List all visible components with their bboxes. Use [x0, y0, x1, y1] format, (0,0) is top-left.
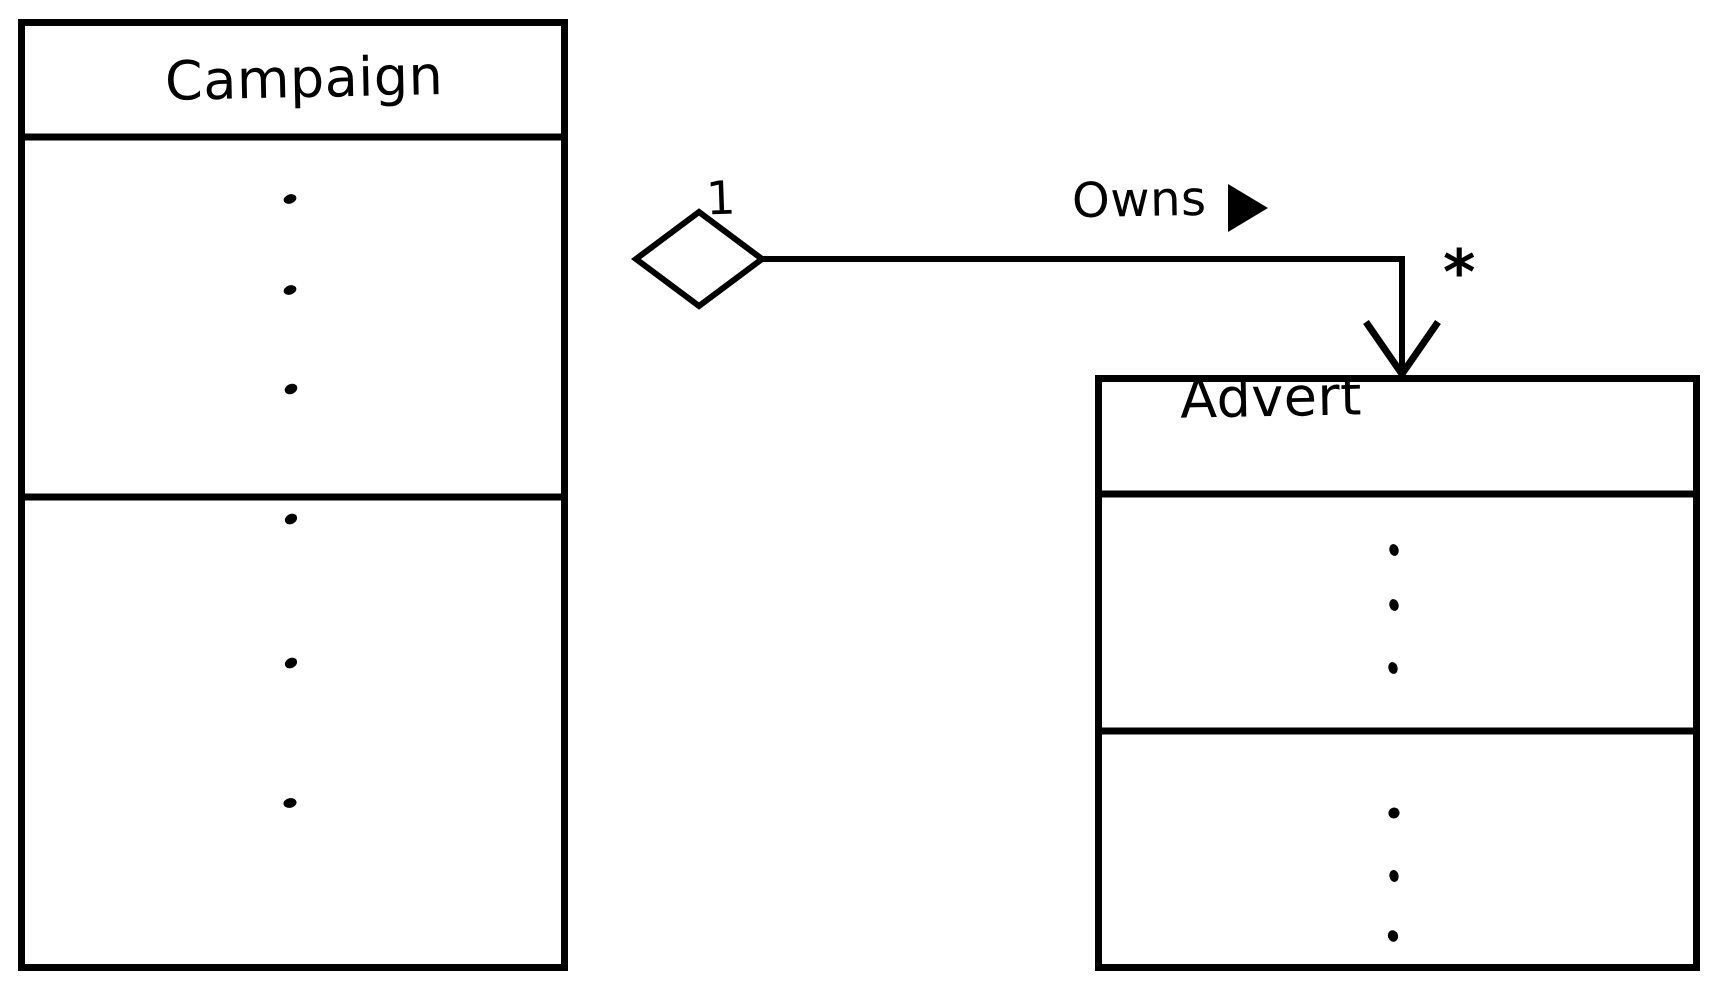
association-label-owns: Owns	[1071, 170, 1207, 230]
advert-outline	[1095, 375, 1700, 971]
association-connector	[760, 256, 1405, 372]
campaign-class-title: Campaign	[164, 44, 444, 113]
direction-triangle-icon	[1228, 184, 1268, 232]
class-box-advert[interactable]	[1095, 375, 1700, 971]
arrowhead-open-icon	[1363, 320, 1441, 381]
class-box-campaign[interactable]	[18, 19, 568, 971]
advert-class-title: Advert	[1179, 364, 1363, 431]
association-owns[interactable]	[630, 184, 1441, 381]
advert-attributes-ellipsis	[1388, 544, 1399, 674]
campaign-attributes-ellipsis	[283, 194, 298, 395]
campaign-operations-ellipsis	[283, 513, 298, 808]
source-multiplicity-label: 1	[705, 170, 737, 226]
target-multiplicity-label: *	[1443, 236, 1476, 309]
advert-operations-ellipsis	[1387, 807, 1400, 942]
aggregation-diamond-icon	[630, 208, 768, 310]
